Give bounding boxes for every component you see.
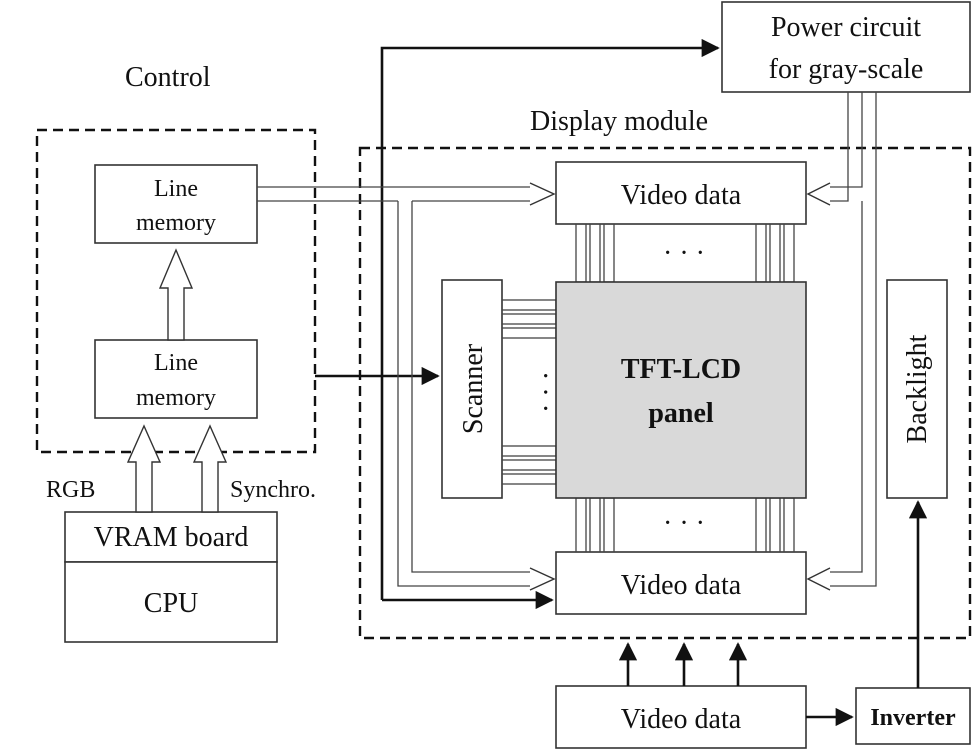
tft-lcd-panel <box>555 281 807 499</box>
control-region <box>35 128 317 454</box>
memory-to-video-bottom-arrow <box>397 201 556 591</box>
vram-board-box <box>64 511 278 563</box>
power-circuit-label-2: for gray-scale <box>769 54 924 85</box>
video-data-top-box <box>555 161 807 225</box>
synchro-label: Synchro. <box>230 477 316 503</box>
line-memory-bottom-box <box>94 339 258 419</box>
power-circuit-label-1: Power circuit <box>771 12 921 43</box>
supply-to-power-arrow <box>380 38 720 600</box>
panel-label-2: panel <box>648 398 714 429</box>
video-data-bottom-box <box>555 551 807 615</box>
display-module-label: Display module <box>530 106 708 137</box>
memory-transfer-arrow <box>158 248 194 341</box>
rgb-label: RGB <box>46 477 95 503</box>
power-to-video-top-arrow <box>806 92 877 587</box>
memory-to-video-top-arrow <box>257 182 556 206</box>
inverter-label: Inverter <box>870 705 956 731</box>
inverter-box <box>855 687 971 745</box>
rgb-arrow <box>126 424 162 513</box>
backlight-box <box>886 279 948 499</box>
power-to-video-bottom-arrow <box>806 201 863 591</box>
power-circuit-box <box>721 1 971 93</box>
video-data-external-box <box>555 685 807 749</box>
row-bus-ellipsis: · · · <box>529 371 560 413</box>
backlight-label: Backlight <box>902 334 933 443</box>
display-module-region <box>358 146 972 640</box>
top-bus-ellipsis: · · · <box>663 238 705 269</box>
panel-label-1: TFT-LCD <box>621 354 741 385</box>
video-data-top-label: Video data <box>621 180 742 211</box>
line-memory-top-box <box>94 164 258 244</box>
cpu-box <box>64 561 278 643</box>
cpu-label: CPU <box>144 588 198 619</box>
top-column-bus <box>575 223 795 283</box>
scanner-label: Scanner <box>458 343 489 434</box>
line-memory-bottom-label-2: memory <box>136 385 216 411</box>
synchro-arrow <box>192 424 228 513</box>
bottom-bus-ellipsis: · · · <box>663 508 705 539</box>
control-label: Control <box>125 62 211 93</box>
video-data-external-label: Video data <box>621 704 742 735</box>
vram-board-label: VRAM board <box>94 522 249 553</box>
scanner-box <box>441 279 503 499</box>
line-memory-top-label-1: Line <box>154 176 198 202</box>
line-memory-top-label-2: memory <box>136 210 216 236</box>
video-data-bottom-label: Video data <box>621 570 742 601</box>
line-memory-bottom-label-1: Line <box>154 350 198 376</box>
